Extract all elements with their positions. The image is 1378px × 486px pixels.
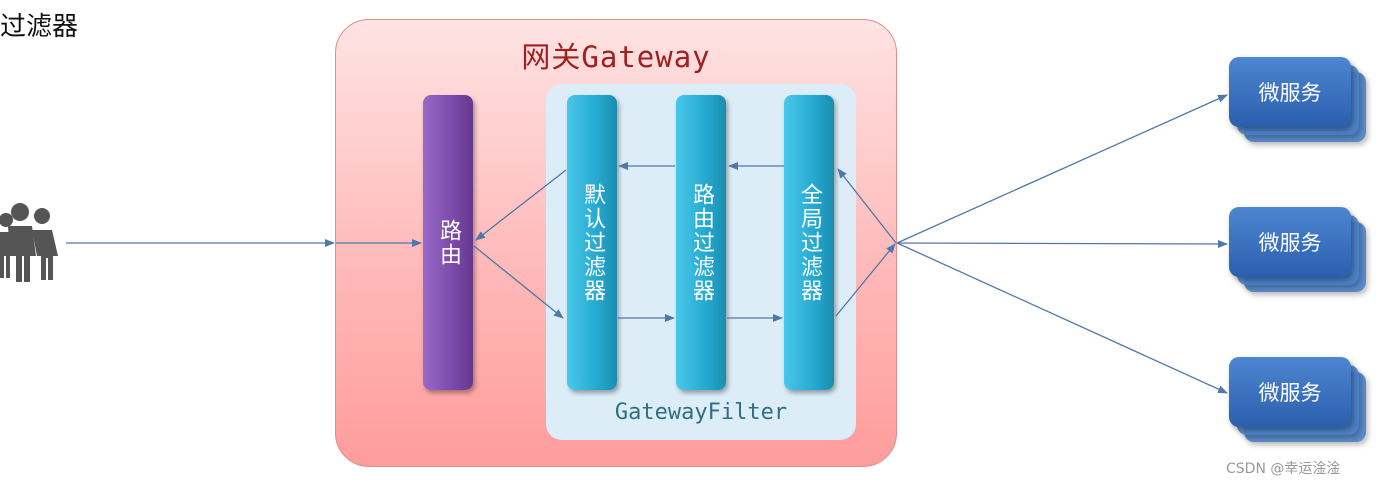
arrow-services-to-global-filter xyxy=(837,168,897,244)
gateway-title: 网关Gateway xyxy=(521,40,711,74)
users-group-icon xyxy=(0,203,58,282)
watermark: CSDN @幸运淦淦 xyxy=(1226,461,1341,477)
arrow-global-filter-to-services xyxy=(835,243,896,317)
route-filter-label: 路由过滤器 xyxy=(689,182,714,303)
microservice-box-1: 微服务 xyxy=(1229,57,1351,127)
arrow-to-microservice-2 xyxy=(896,239,1228,248)
router-label: 路由 xyxy=(436,218,461,267)
microservice-label: 微服务 xyxy=(1258,381,1322,405)
gateway-filter-panel-label: GatewayFilter xyxy=(614,400,788,425)
arrow-default-filter-to-router xyxy=(475,169,567,241)
global-filter-pillar: 全局过滤器 xyxy=(784,95,834,390)
route-filter-pillar: 路由过滤器 xyxy=(676,95,726,390)
microservice-box-2: 微服务 xyxy=(1229,207,1351,277)
default-filter-label: 默认过滤器 xyxy=(580,182,605,303)
microservice-label: 微服务 xyxy=(1258,81,1322,105)
global-filter-label: 全局过滤器 xyxy=(797,182,822,303)
arrow-router-to-default-filter xyxy=(473,245,564,319)
microservice-box-3: 微服务 xyxy=(1229,357,1351,427)
page-heading: 过滤器 xyxy=(0,12,79,42)
router-pillar: 路由 xyxy=(423,95,473,390)
default-filter-pillar: 默认过滤器 xyxy=(567,95,617,390)
arrow-to-microservice-3 xyxy=(896,242,1228,394)
microservice-label: 微服务 xyxy=(1258,231,1322,255)
arrow-to-microservice-1 xyxy=(896,94,1228,244)
